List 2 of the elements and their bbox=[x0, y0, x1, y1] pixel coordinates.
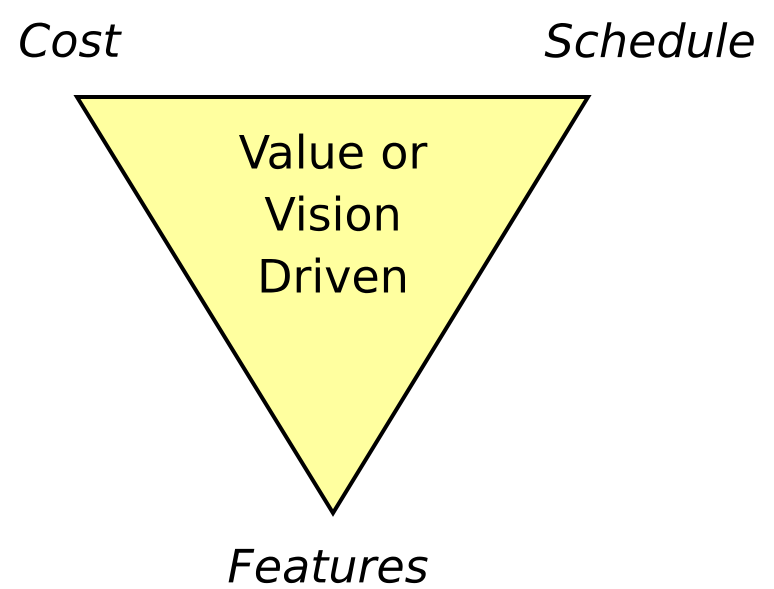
corner-label: Cost bbox=[20, 22, 122, 58]
corner-label: Schedule bbox=[544, 22, 754, 58]
